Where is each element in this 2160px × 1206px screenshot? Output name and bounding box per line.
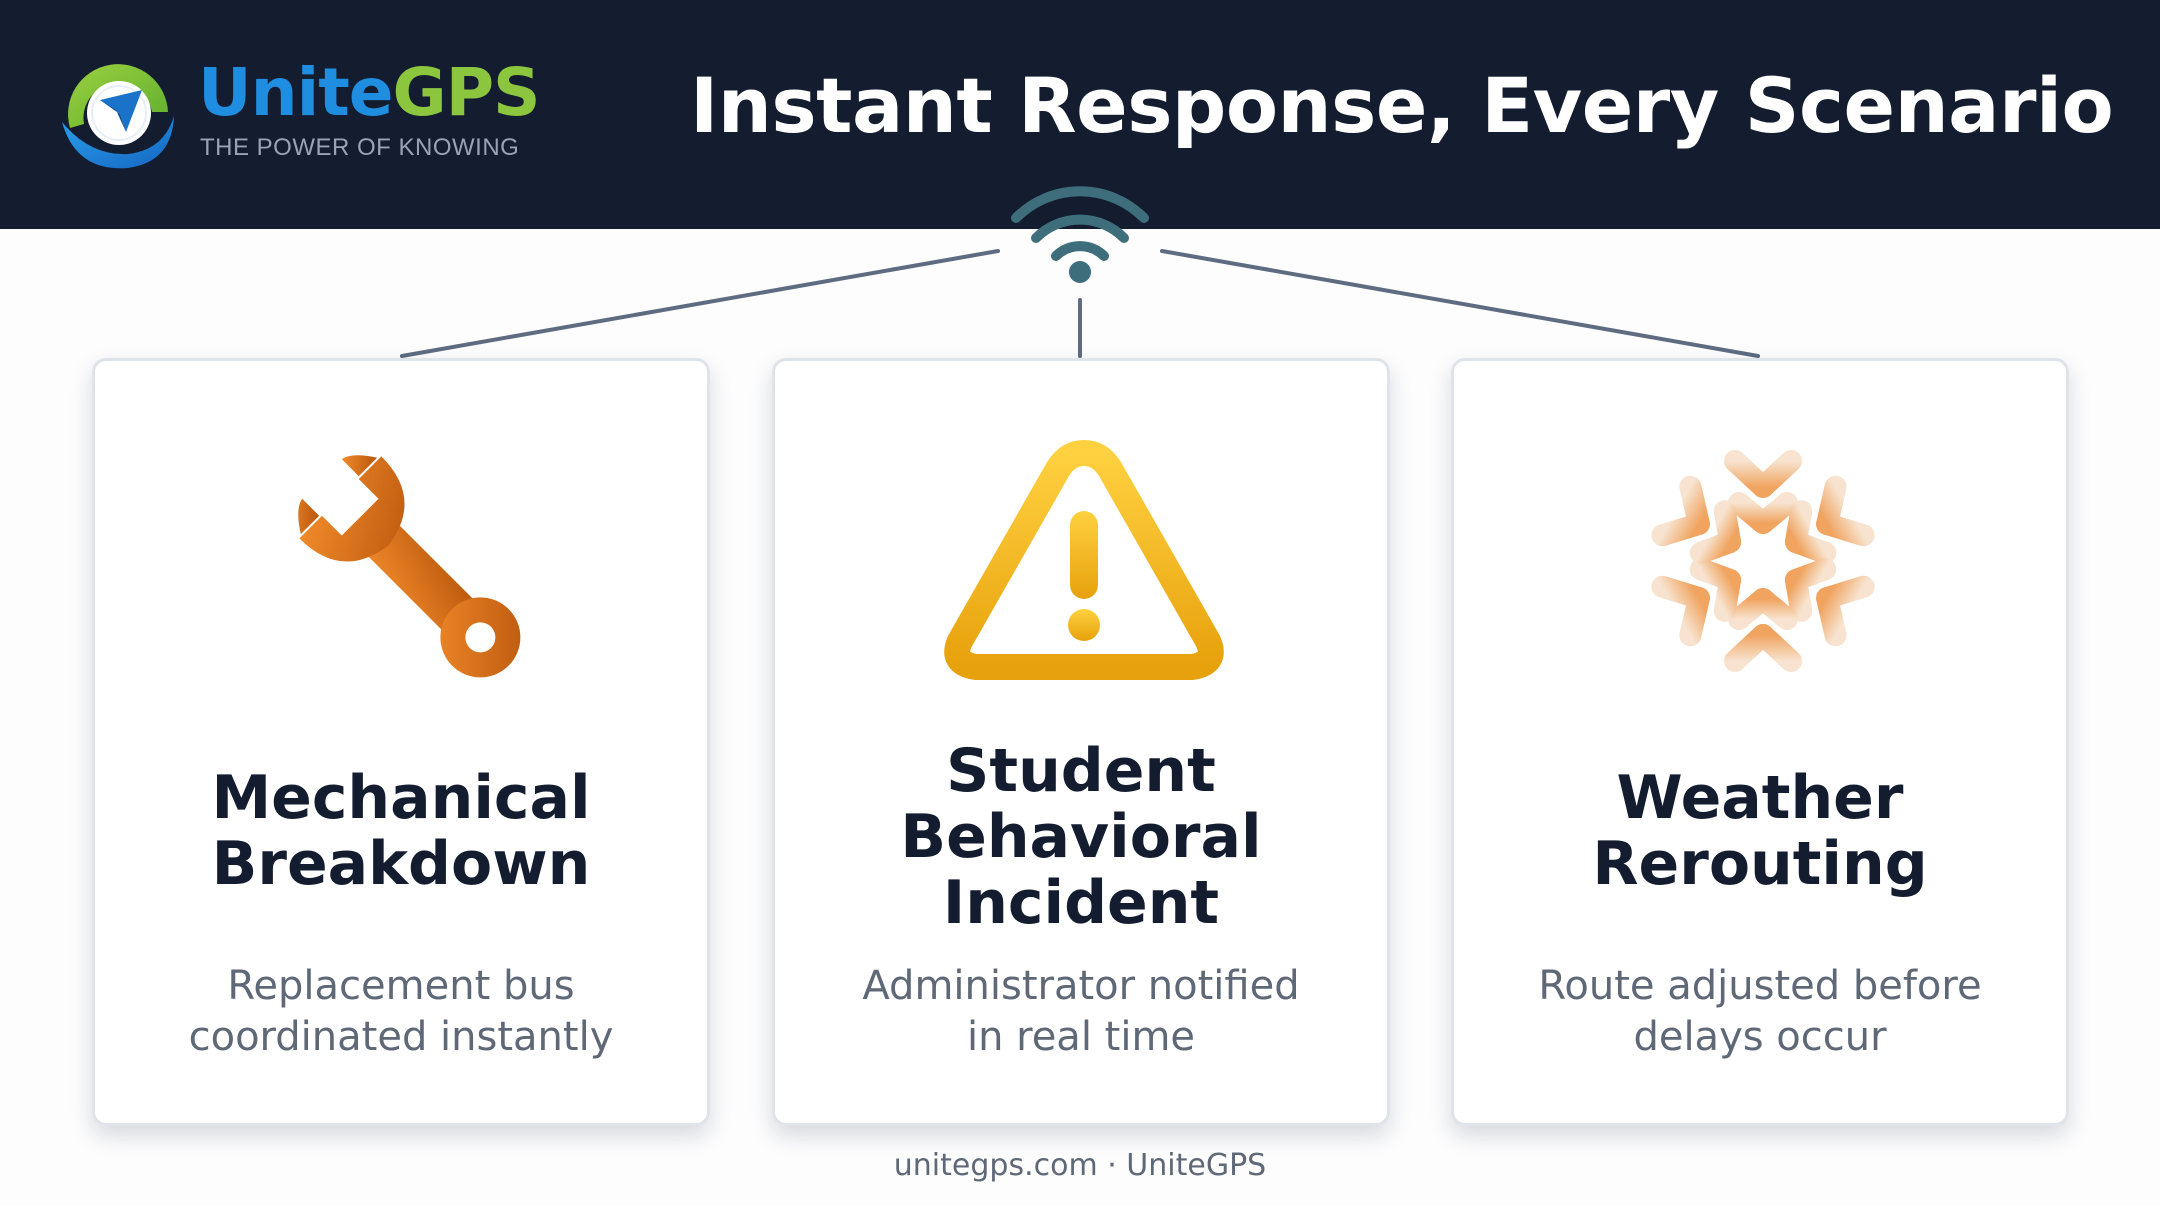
brand-tagline: THE POWER OF KNOWING: [200, 134, 520, 161]
card-title-line: Rerouting: [1592, 829, 1928, 899]
scenario-card-mechanical: Mechanical Breakdown Replacement bus coo…: [92, 358, 710, 1126]
card-description-line: Replacement bus: [227, 963, 575, 1009]
brand-name: UniteGPS: [198, 60, 541, 126]
brand-logo: UniteGPS THE POWER OF KNOWING: [56, 48, 541, 178]
card-description: Route adjusted before delays occur: [1474, 961, 2046, 1063]
scenario-card-behavioral: Student Behavioral Incident Administrato…: [772, 358, 1390, 1126]
card-title-line: Breakdown: [211, 829, 591, 899]
card-description-line: in real time: [966, 1014, 1196, 1060]
scenario-card-weather: Weather Rerouting Route adjusted before …: [1451, 358, 2069, 1126]
card-description: Administrator notified in real time: [795, 961, 1367, 1063]
page-title: Instant Response, Every Scenario: [690, 61, 2114, 150]
wrench-icon: [298, 455, 521, 678]
warning-triangle-icon: [944, 440, 1224, 680]
brand-name-part1: Unite: [198, 54, 394, 131]
snowflake-icon: [1613, 436, 1913, 711]
card-description-line: Route adjusted before: [1538, 963, 1982, 1009]
brand-name-part2: GPS: [392, 54, 541, 131]
card-description: Replacement bus coordinated instantly: [115, 961, 687, 1063]
card-title-line: Weather: [1616, 763, 1904, 833]
card-title-line: Behavioral: [900, 802, 1262, 872]
card-description-line: Administrator notified: [862, 963, 1300, 1009]
card-title: Student Behavioral Incident: [795, 738, 1367, 936]
header-bar: UniteGPS THE POWER OF KNOWING Instant Re…: [0, 0, 2160, 229]
wifi-signal-icon: [1011, 186, 1149, 283]
card-title: Weather Rerouting: [1474, 765, 2046, 897]
card-title-line: Student: [946, 736, 1216, 806]
compass-logo-icon: [62, 64, 174, 169]
footer-credit: unitegps.com · UniteGPS: [893, 1148, 1267, 1183]
card-title-line: Incident: [942, 868, 1220, 938]
card-description-line: coordinated instantly: [188, 1014, 614, 1060]
card-title-line: Mechanical: [211, 763, 591, 833]
card-title: Mechanical Breakdown: [115, 765, 687, 897]
card-description-line: delays occur: [1633, 1014, 1887, 1060]
